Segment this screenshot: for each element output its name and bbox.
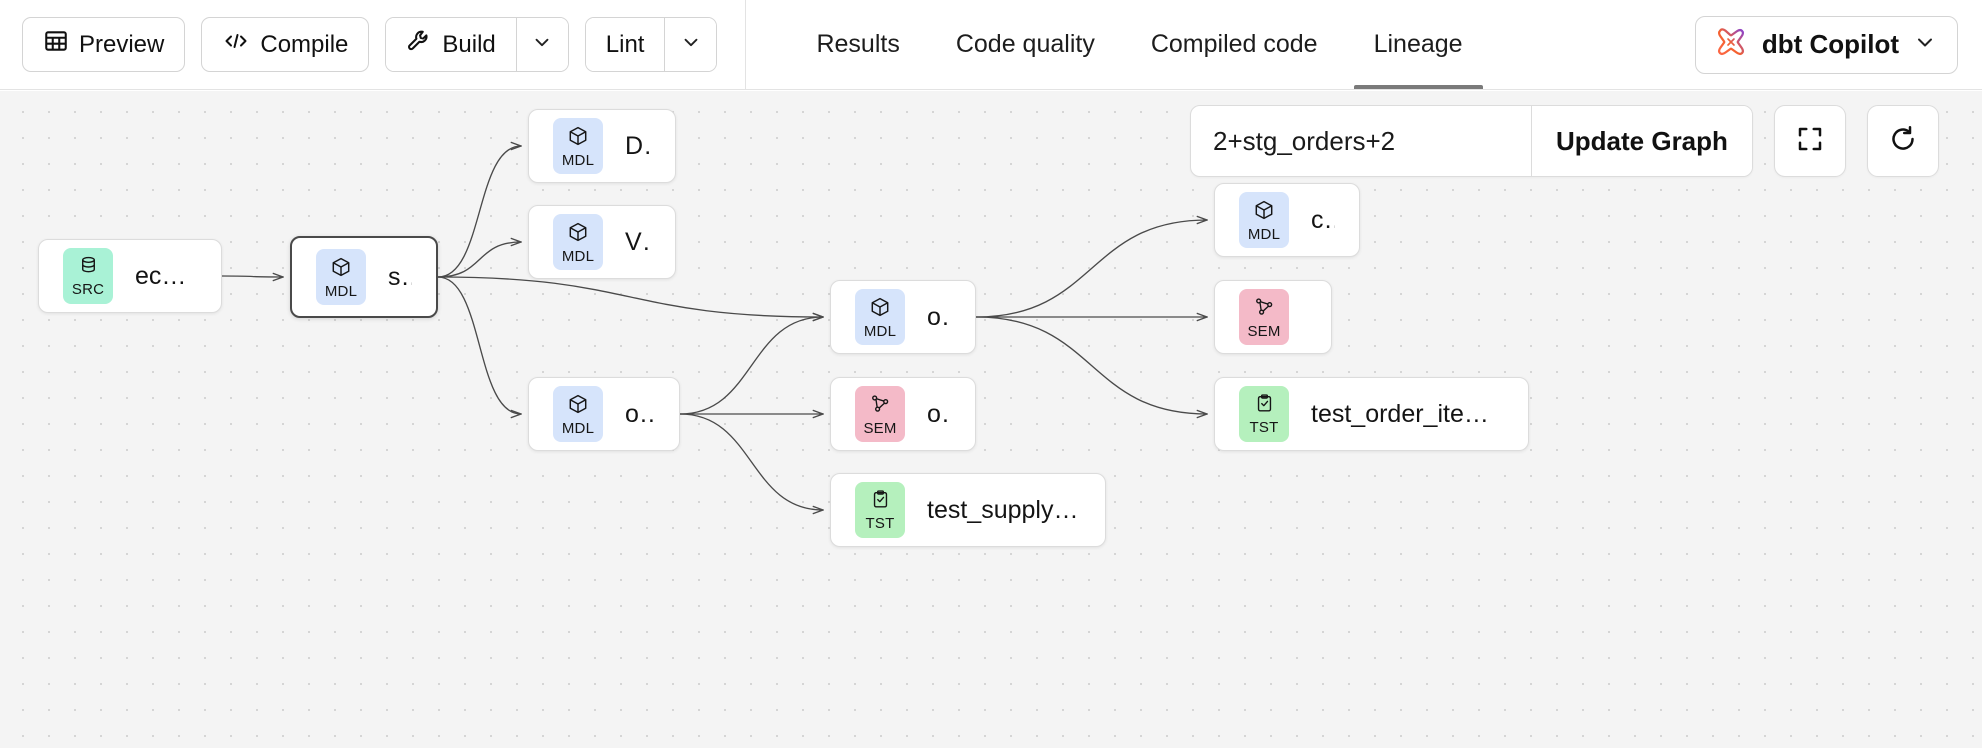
chevron-down-icon: [531, 31, 553, 58]
node-label: orders: [927, 302, 951, 331]
refresh-button[interactable]: [1866, 105, 1939, 177]
node-label: test_supply_costs_sum_correctly: [927, 495, 1081, 524]
chevron-down-icon: [1913, 30, 1937, 59]
lineage-node-orders-sem[interactable]: SEMorders: [1214, 280, 1332, 354]
cube-icon: [567, 221, 589, 248]
node-label: order_items: [625, 399, 655, 428]
lineage-nodes: SRCecom.raw_ordersMDLstg_ordersMDLDemoMD…: [0, 91, 1982, 748]
table-icon: [43, 28, 69, 61]
fullscreen-icon: [1795, 124, 1825, 159]
node-type-label: TST: [1249, 419, 1279, 436]
topbar-right-group: dbt Copilot: [1694, 15, 1982, 74]
node-type-badge-tst: TST: [855, 482, 905, 538]
lineage-canvas[interactable]: SRCecom.raw_ordersMDLstg_ordersMDLDemoMD…: [0, 90, 1982, 748]
top-toolbar: Preview Compile: [0, 0, 1982, 90]
lineage-node-ecom-raw-orders[interactable]: SRC ecom.raw_orders: [38, 239, 222, 313]
node-label: VE_Demo: [625, 227, 651, 256]
build-split-button: Build: [385, 17, 569, 72]
toolbar-divider: [745, 0, 747, 90]
database-icon: [78, 255, 99, 281]
cube-icon: [567, 125, 589, 152]
tab-results[interactable]: Results: [788, 0, 927, 89]
semantic-icon: [1253, 296, 1275, 323]
lint-label: Lint: [605, 30, 645, 58]
node-label: customers: [1311, 205, 1335, 234]
dbt-copilot-label: dbt Copilot: [1761, 29, 1899, 59]
node-type-label: TST: [865, 515, 895, 532]
node-type-badge-src: SRC: [63, 248, 113, 304]
dbt-logo-icon: [1714, 25, 1748, 64]
build-label: Build: [442, 30, 496, 58]
tab-underline: [1353, 85, 1483, 89]
lineage-node-order-items[interactable]: MDL order_items: [528, 377, 680, 451]
lineage-node-demo[interactable]: MDL Demo: [528, 109, 676, 183]
compile-label: Compile: [260, 30, 349, 58]
lint-button[interactable]: Lint: [585, 18, 665, 71]
clipboard-check-icon: [870, 489, 891, 515]
node-type-badge-tst: TST: [1239, 386, 1289, 442]
node-type-badge-mdl: MDL: [553, 118, 603, 174]
build-button[interactable]: Build: [386, 18, 516, 71]
node-type-label: MDL: [561, 151, 595, 169]
node-type-label: MDL: [561, 419, 595, 437]
tab-lineage-label: Lineage: [1373, 30, 1463, 58]
lint-split-button: Lint: [584, 17, 718, 72]
tab-code-quality-label: Code quality: [955, 30, 1095, 58]
cube-icon: [1253, 199, 1275, 226]
graph-control-bar: Update Graph: [1190, 105, 1939, 177]
node-type-badge-sem: SEM: [1239, 289, 1289, 345]
lineage-node-customers[interactable]: MDL customers: [1214, 183, 1360, 257]
node-type-badge-mdl: MDL: [316, 249, 366, 305]
node-label: order_item: [927, 399, 951, 428]
node-label: stg_orders: [388, 262, 412, 291]
node-type-label: MDL: [324, 282, 358, 300]
lineage-node-test-supply-costs[interactable]: TST test_supply_costs_sum_correctly: [830, 473, 1106, 547]
semantic-icon: [869, 393, 891, 420]
node-type-label: MDL: [1247, 225, 1281, 243]
code-icon: [222, 28, 250, 61]
chevron-down-icon: [680, 31, 702, 58]
node-type-badge-mdl: MDL: [855, 289, 905, 345]
cube-icon: [330, 256, 352, 283]
node-type-label: MDL: [863, 322, 897, 340]
cube-icon: [869, 296, 891, 323]
action-button-group: Preview Compile: [0, 0, 718, 89]
build-dropdown-toggle[interactable]: [515, 18, 568, 71]
lineage-node-orders-mdl[interactable]: MDL orders: [830, 280, 976, 354]
node-type-badge-sem: SEM: [855, 386, 905, 442]
graph-selector-group: Update Graph: [1190, 105, 1753, 177]
lineage-node-stg-orders[interactable]: MDL stg_orders: [290, 236, 438, 318]
lineage-node-order-item-sem[interactable]: SEM order_item: [830, 377, 976, 451]
wrench-icon: [406, 28, 432, 61]
graph-selector-input[interactable]: [1191, 106, 1531, 176]
dbt-copilot-button[interactable]: dbt Copilot: [1694, 15, 1958, 74]
result-pane-tabs: Results Code quality Compiled code Linea…: [788, 0, 1490, 89]
node-type-badge-mdl: MDL: [553, 386, 603, 442]
lineage-node-ve-demo[interactable]: MDL VE_Demo: [528, 205, 676, 279]
cube-icon: [567, 393, 589, 420]
node-label: test_order_items_compute_to_bools_c…: [1311, 399, 1504, 428]
preview-label: Preview: [79, 30, 165, 58]
tab-lineage[interactable]: Lineage: [1346, 0, 1491, 89]
tab-results-label: Results: [816, 30, 900, 58]
fullscreen-button[interactable]: [1773, 105, 1846, 177]
refresh-icon: [1888, 124, 1918, 159]
node-label: Demo: [625, 131, 651, 160]
node-type-label: MDL: [561, 247, 595, 265]
lineage-node-test-order-items-bools[interactable]: TST test_order_items_compute_to_bools_c…: [1214, 377, 1529, 451]
node-type-badge-mdl: MDL: [1239, 192, 1289, 248]
compile-button[interactable]: Compile: [201, 17, 370, 72]
tab-compiled-code[interactable]: Compiled code: [1123, 0, 1346, 89]
node-type-badge-mdl: MDL: [553, 214, 603, 270]
tab-code-quality[interactable]: Code quality: [928, 0, 1123, 89]
update-graph-button[interactable]: Update Graph: [1531, 106, 1752, 176]
tab-compiled-code-label: Compiled code: [1150, 30, 1318, 58]
preview-button[interactable]: Preview: [22, 17, 186, 72]
clipboard-check-icon: [1254, 393, 1275, 419]
node-type-label: SRC: [71, 281, 105, 298]
lint-dropdown-toggle[interactable]: [664, 18, 717, 71]
node-label: ecom.raw_orders: [135, 261, 197, 290]
node-type-label: SEM: [863, 419, 897, 437]
node-type-label: SEM: [1247, 322, 1281, 340]
